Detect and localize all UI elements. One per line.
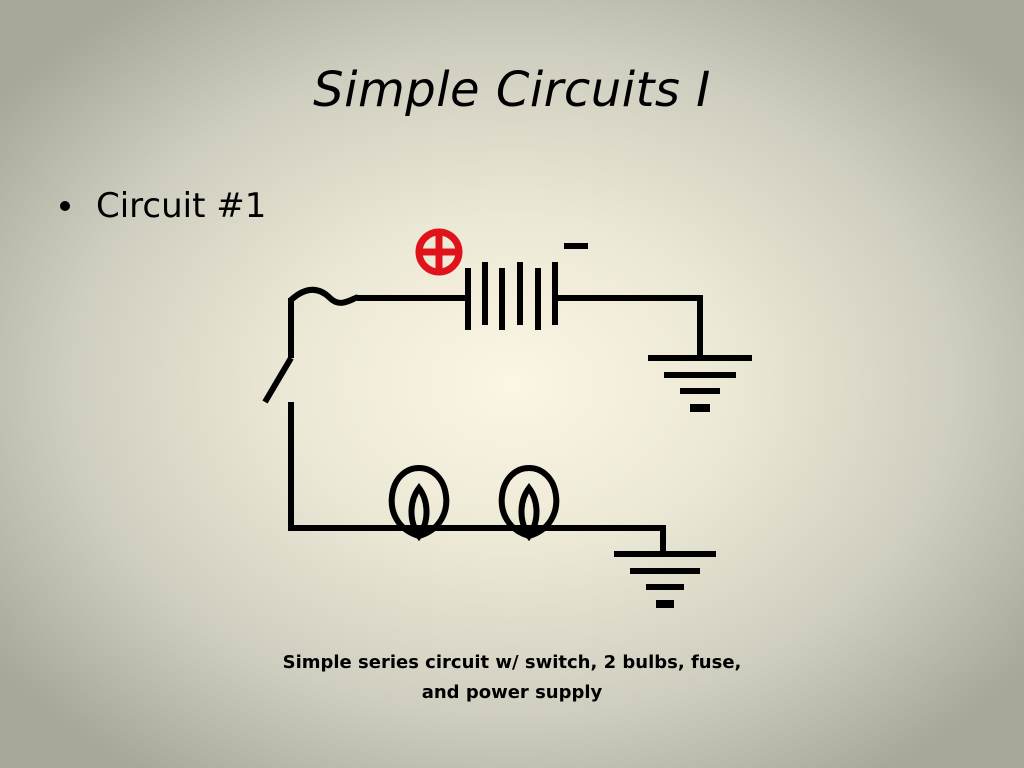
wire-bottom — [288, 402, 666, 552]
wire-top-right — [557, 295, 703, 356]
caption-line-1: Simple series circuit w/ switch, 2 bulbs… — [282, 652, 742, 673]
switch-icon — [262, 356, 294, 404]
ground-icon-lower — [614, 551, 716, 608]
battery-icon — [465, 262, 558, 330]
bullet-text: Circuit #1 — [96, 186, 267, 226]
ground-icon-upper — [648, 355, 752, 412]
caption-line-2: and power supply — [421, 682, 603, 703]
negative-terminal-icon — [564, 243, 588, 249]
bullet-dot-icon — [60, 201, 70, 211]
bullet-list: Circuit #1 — [60, 186, 266, 226]
bulb-icon-1 — [388, 464, 450, 542]
positive-terminal-icon — [415, 228, 463, 276]
bullet-item-circuit-1: Circuit #1 — [60, 186, 266, 226]
fuse-icon — [288, 286, 360, 306]
bulb-icon-2 — [498, 464, 560, 542]
diagram-caption: Simple series circuit w/ switch, 2 bulbs… — [262, 648, 762, 708]
slide-title: Simple Circuits I — [313, 62, 711, 118]
